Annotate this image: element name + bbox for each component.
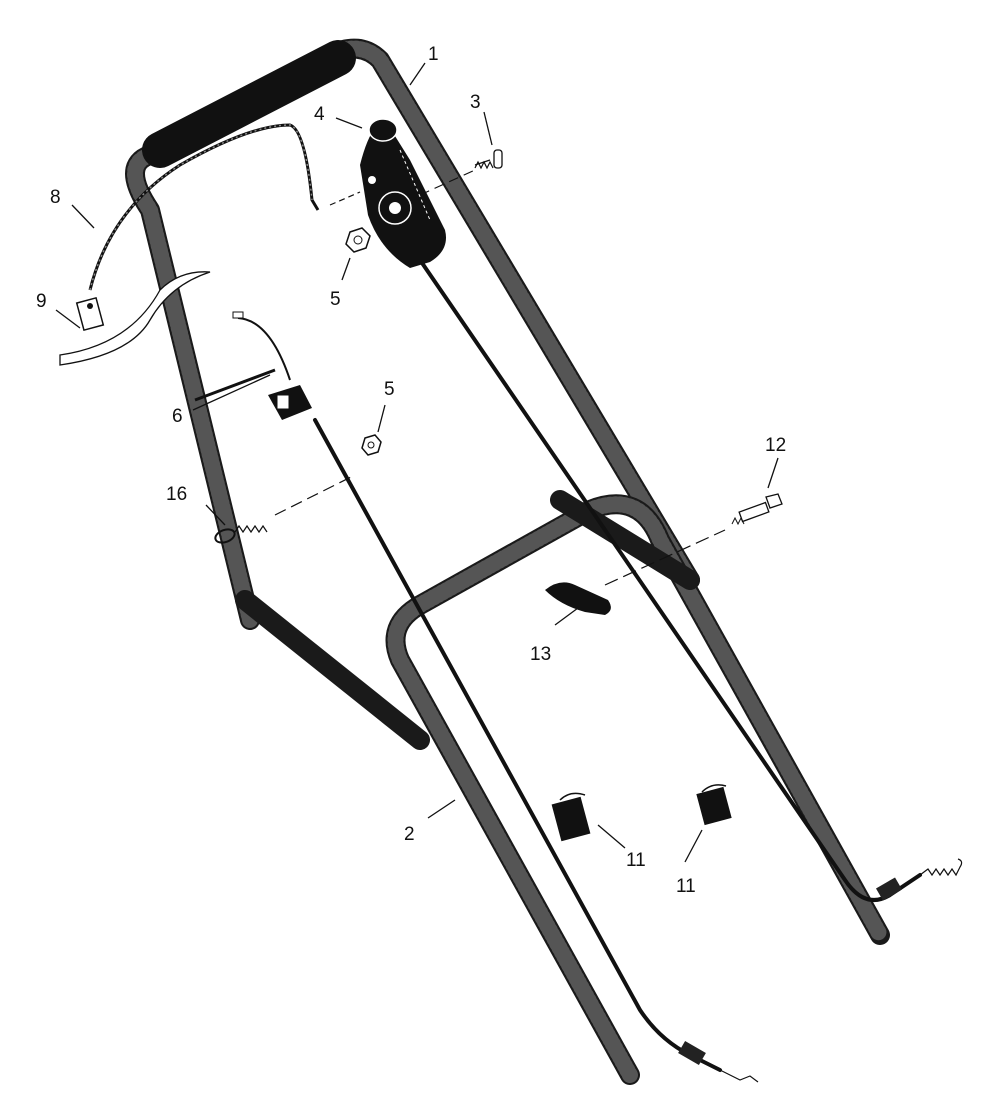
callout-5-lower: 5 (384, 379, 395, 400)
callout-6: 6 (172, 406, 183, 427)
callout-16: 16 (166, 484, 187, 505)
throttle-control (232, 311, 312, 420)
callout-12: 12 (765, 435, 786, 456)
leader-1 (409, 62, 426, 86)
leader-4 (335, 117, 363, 129)
leader-11b (684, 829, 703, 863)
leader-5a (341, 257, 351, 281)
hex-bolt (731, 493, 783, 526)
leader-3 (483, 111, 493, 146)
drive-cable-adjuster (875, 877, 903, 901)
callout-2: 2 (404, 824, 415, 845)
leader-8 (71, 204, 95, 229)
leader-5b (377, 404, 386, 433)
leader-2 (427, 799, 456, 819)
callout-11-right: 11 (676, 876, 696, 897)
leader-11a (597, 824, 626, 849)
drive-cable (418, 258, 922, 902)
handle-grip (142, 40, 356, 168)
cable-tie (696, 784, 732, 826)
hex-nut (345, 227, 371, 253)
callout-11-left: 11 (626, 850, 646, 871)
leader-16 (205, 504, 226, 526)
callout-9: 9 (36, 291, 47, 312)
hex-nut (361, 434, 382, 456)
leader-6 (192, 374, 271, 411)
leader-13 (554, 607, 579, 626)
leader-12 (767, 457, 779, 489)
callout-1: 1 (428, 44, 439, 65)
callout-8: 8 (50, 187, 61, 208)
handle-joint-left (235, 590, 430, 750)
throttle-cable-adjuster (678, 1040, 706, 1066)
eye-bolt (214, 524, 268, 544)
callout-13: 13 (530, 644, 551, 665)
handle-joint-right (550, 490, 700, 590)
blade-control-lever (360, 118, 446, 268)
throttle-cable-end (719, 1069, 759, 1083)
leader-9 (55, 309, 81, 329)
handle-knob (545, 582, 611, 615)
callout-5-upper: 5 (330, 289, 341, 310)
wire-clip (59, 271, 211, 366)
callout-3: 3 (470, 92, 481, 113)
screw (474, 149, 503, 170)
drive-cable-spring (919, 858, 963, 877)
control-wire (88, 123, 320, 291)
lower-handle-tube (385, 494, 890, 1085)
control-wire-sheath (89, 124, 313, 291)
callout-4: 4 (314, 104, 325, 125)
cable-tie (551, 792, 591, 842)
